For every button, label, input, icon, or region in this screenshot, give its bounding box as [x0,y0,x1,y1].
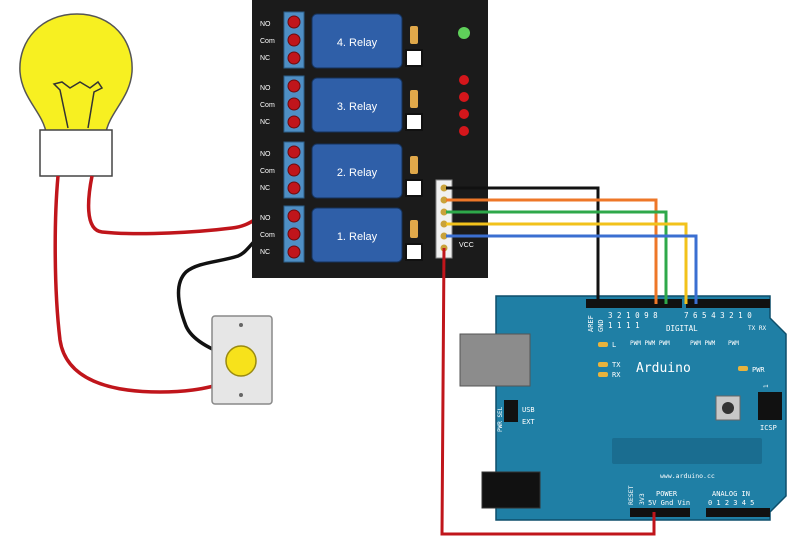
terminal-label: NO [260,21,271,28]
pin8-wire-green [446,210,668,304]
signal-wires [440,186,698,536]
relay-body [311,207,403,263]
terminal-label: NC [260,249,270,256]
relay-label: 3. Relay [337,101,378,113]
arduino-board: AREF GND 3 2 1 0 9 8 1 1 1 1 7 6 5 4 3 2… [459,295,787,521]
status-led-icon [459,92,469,102]
pin6-wire-blue [446,234,698,304]
tx-rx-header: TX RX [748,325,766,332]
led-l-label: L [612,341,616,349]
aref-label: AREF [587,315,595,332]
reset-label: RESET [627,485,635,505]
relay-label: 1. Relay [337,231,378,243]
terminal-label: NC [260,55,270,62]
url-label: www.arduino.cc [660,472,715,480]
pwr-label: PWR [752,366,765,374]
component-icon [410,90,418,108]
ext-label: EXT [522,418,535,426]
terminal-screw-icon [287,163,301,177]
status-led-icon [459,126,469,136]
analog-pins-label: 0 1 2 3 4 5 [708,499,754,507]
pin7-wire-yellow [446,222,688,304]
terminal-screw-icon [287,209,301,223]
relay-label: 4. Relay [337,37,378,49]
component-icon [410,156,418,174]
relay-body [311,77,403,133]
icsp-label: ICSP [760,424,777,432]
terminal-label: Com [260,168,275,175]
pin-numbers-mid: 1 1 1 1 [608,321,640,330]
optocoupler-icon [405,49,423,67]
terminal-screw-icon [287,33,301,47]
tx-label: TX [612,361,621,369]
terminal-screw-icon [287,51,301,65]
power-jack [481,471,541,509]
power-label: POWER [656,490,678,498]
terminal-label: NC [260,119,270,126]
digital-label: DIGITAL [666,324,698,333]
vcc-wire-red [440,247,656,536]
terminal-screw-icon [287,145,301,159]
optocoupler-icon [405,113,423,131]
pin-numbers-top: 3 2 1 0 9 8 [608,311,658,320]
pwm-label-3: PWM [728,340,739,347]
optocoupler-icon [405,179,423,197]
relay-label: 2. Relay [337,167,378,179]
terminal-screw-icon [287,181,301,195]
pin-numbers-right: 7 6 5 4 3 2 1 0 [684,311,752,320]
terminal-label: NC [260,185,270,192]
v33-label: 3V3 [638,493,646,505]
arduino-brand: Arduino [636,361,691,376]
component-icon [410,220,418,238]
icsp-pin-label: 1 [763,384,770,388]
terminal-screw-icon [287,79,301,93]
status-led-icon [459,109,469,119]
terminal-label: Com [260,232,275,239]
pwr-sel-label: PWR SEL [497,406,504,432]
component-icon [410,26,418,44]
analog-in-label: ANALOG IN [712,490,750,498]
vcc-label: VCC [459,242,474,249]
gnd-label: GND [597,319,605,332]
terminal-screw-icon [287,245,301,259]
terminal-label: NO [260,151,271,158]
terminal-label: NO [260,85,271,92]
terminal-label: NO [260,215,271,222]
terminal-screw-icon [287,115,301,129]
optocoupler-icon [405,243,423,261]
rx-label: RX [612,371,621,379]
terminal-label: Com [260,102,275,109]
pin9-wire-orange [446,198,658,304]
usb-label: USB [522,406,535,414]
status-led-icon [459,75,469,85]
power-pins-label: 5V Gnd Vin [648,499,690,507]
header-pins [440,184,448,252]
wall-switch-icon [211,315,273,405]
terminal-screw-icon [287,97,301,111]
terminal-screw-icon [287,227,301,241]
power-led-icon [458,27,470,39]
usb-connector [459,333,531,387]
bulb-to-relay-wire [86,175,263,236]
terminal-label: Com [260,38,275,45]
gnd-wire-black [446,186,600,304]
relay-body [311,13,403,69]
pwm-labels-1: PWM PWM PWM [630,340,670,347]
terminal-screw-icon [287,15,301,29]
switch-to-relay-wire [176,234,263,360]
relay-body [311,143,403,199]
pwm-labels-2: PWM PWM [690,340,716,347]
light-bulb-icon [19,13,133,177]
bulb-to-switch-wire [53,175,215,394]
